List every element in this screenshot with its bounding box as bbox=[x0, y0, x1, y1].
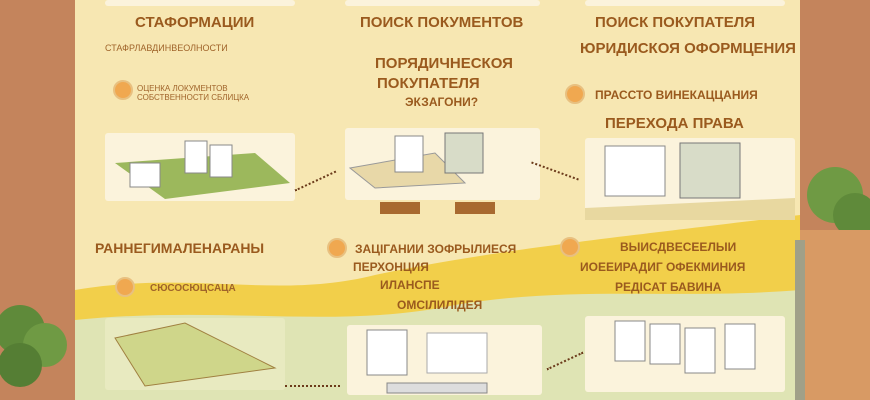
arrow-connector bbox=[285, 385, 340, 387]
col1-title2: РАННЕГИМАЛЕНАРАНЫ bbox=[95, 240, 265, 256]
face-icon bbox=[113, 80, 133, 100]
property-illustration bbox=[105, 133, 295, 201]
documents-stack-illustration bbox=[585, 316, 785, 392]
top-card-1 bbox=[105, 0, 295, 6]
col2-sub1: ПОРЯДИЧНЕСКОЯ bbox=[375, 55, 513, 72]
infographic-panel: СТАФОРМАЦИИ СТАФРЛАВДИНВЕОЛНОСТИ ОЦЕНКА … bbox=[75, 0, 800, 400]
land-plot-illustration bbox=[105, 318, 285, 390]
face-icon bbox=[327, 238, 347, 258]
col3-note: ПРАССТО ВИНЕКАЦЦАНИЯ bbox=[595, 88, 758, 102]
contract-illustration bbox=[347, 325, 542, 395]
col1-note: ОЦЕНКА ЛОКУМЕНТОВ СОБСТВЕННОСТИ СБЛИЦКА bbox=[137, 84, 250, 102]
documents-illustration bbox=[345, 128, 540, 210]
col2-note2: ПЕРХОНЦИЯ bbox=[353, 260, 429, 274]
top-card-2 bbox=[345, 0, 540, 6]
col3-sub: ЮРИДИСКОЯ ОФОРМЦЕНИЯ bbox=[580, 40, 796, 57]
col2-sub2: ПОКУПАТЕЛЯ bbox=[377, 75, 480, 92]
col2-title: ПОИСК ПОКУМЕНТОВ bbox=[360, 14, 524, 31]
col2-note1: ЗАЦІГАНИИ ЗОФРЫЛИЕСЯ bbox=[355, 242, 517, 256]
bush-left bbox=[0, 305, 67, 387]
col3-n1: ВЫИСДВЕСЕЕЛЫИ bbox=[620, 240, 737, 254]
col2-note4: ОМСІЛИЛІДЕЯ bbox=[397, 298, 483, 312]
transfer-illustration bbox=[585, 138, 795, 220]
face-icon bbox=[560, 237, 580, 257]
col1-line: СТАФРЛАВДИНВЕОЛНОСТИ bbox=[105, 43, 228, 53]
col3-title: ПОИСК ПОКУПАТЕЛЯ bbox=[595, 14, 756, 31]
col2-note3: ИЛАНСПЕ bbox=[380, 278, 440, 292]
col3-title2: ПЕРЕХОДА ПРАВА bbox=[605, 115, 744, 132]
col3-n3: РЕДІСАТ БАВИНА bbox=[615, 280, 722, 294]
col2-sub3: ЭКЗАГОНИ? bbox=[405, 95, 479, 109]
face-icon bbox=[115, 277, 135, 297]
face-icon bbox=[565, 84, 585, 104]
book-icon bbox=[380, 202, 420, 214]
col1-note2: СЮСОСЮЦСАЦА bbox=[150, 283, 236, 294]
col1-title: СТАФОРМАЦИИ bbox=[135, 14, 255, 31]
bush-right bbox=[795, 167, 870, 400]
col3-n2: ИОЕЕИРАДИГ ОФЕКМИНИЯ bbox=[580, 260, 746, 274]
book-icon bbox=[455, 202, 495, 214]
top-card-3 bbox=[585, 0, 785, 6]
